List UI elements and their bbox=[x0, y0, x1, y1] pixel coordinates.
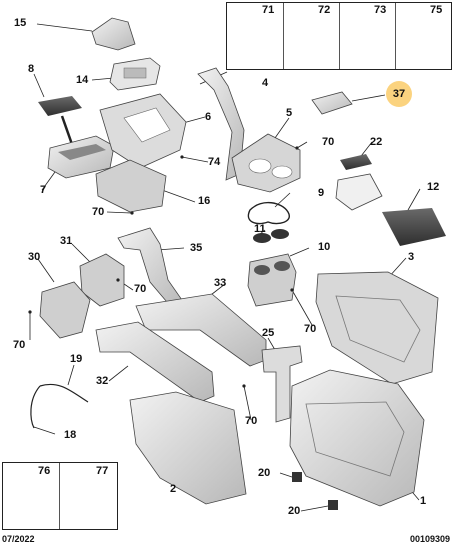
callout-74: 74 bbox=[208, 156, 221, 168]
callout-25: 25 bbox=[262, 327, 275, 339]
callout-37-highlight: 37 bbox=[386, 81, 412, 107]
callout-7: 7 bbox=[40, 184, 47, 196]
callout-20-a: 20 bbox=[258, 467, 271, 479]
part-33-rear-duct bbox=[135, 293, 267, 367]
part-8-tray-mat bbox=[38, 96, 82, 116]
inset-label-72: 72 bbox=[318, 4, 331, 16]
callout-9: 9 bbox=[318, 187, 325, 199]
part-12-mat bbox=[382, 208, 446, 246]
callout-16: 16 bbox=[198, 195, 211, 207]
part-3-side-panel bbox=[315, 271, 439, 385]
part-20-clip bbox=[292, 472, 302, 482]
inset-label-71: 71 bbox=[262, 4, 275, 16]
footer-date: 07/2022 bbox=[2, 534, 35, 544]
callout-19: 19 bbox=[70, 353, 83, 365]
footer-ref: 00109309 bbox=[409, 534, 450, 544]
fastener-70-marks bbox=[28, 146, 299, 388]
callout-14: 14 bbox=[76, 74, 89, 86]
callout-12: 12 bbox=[427, 181, 440, 193]
part-16-support-bracket bbox=[95, 159, 167, 213]
part-35-duct bbox=[117, 227, 183, 309]
callout-20-b: 20 bbox=[288, 505, 301, 517]
part-37-insert bbox=[311, 91, 353, 115]
callout-35: 35 bbox=[190, 242, 203, 254]
fastener-inset-bottom bbox=[2, 462, 118, 530]
callout-33: 33 bbox=[214, 277, 227, 289]
fastener-inset-top bbox=[226, 2, 452, 70]
callout-70-d: 70 bbox=[13, 339, 26, 351]
part-19-cable bbox=[30, 383, 89, 429]
part-32-rear-duct bbox=[95, 321, 215, 403]
part-1-console-body bbox=[289, 369, 425, 507]
part-2-side-cover bbox=[129, 391, 247, 505]
callout-70-b: 70 bbox=[92, 206, 105, 218]
part-22-pad bbox=[340, 154, 372, 170]
part-11-disc bbox=[253, 233, 271, 243]
callout-4: 4 bbox=[262, 77, 269, 89]
inset-label-76: 76 bbox=[38, 465, 51, 477]
callout-15: 15 bbox=[14, 17, 27, 29]
callout-31: 31 bbox=[60, 235, 73, 247]
part-25-bracket bbox=[261, 345, 303, 423]
part-15-gear-boot bbox=[91, 17, 136, 51]
callout-32: 32 bbox=[96, 375, 109, 387]
callout-3: 3 bbox=[408, 251, 415, 263]
callout-70-f: 70 bbox=[245, 415, 258, 427]
inset-label-73: 73 bbox=[374, 4, 387, 16]
callout-6: 6 bbox=[205, 111, 212, 123]
callout-10: 10 bbox=[318, 241, 331, 253]
inset-label-75: 75 bbox=[430, 4, 443, 16]
callout-30: 30 bbox=[28, 251, 41, 263]
part-9-gasket bbox=[247, 202, 290, 225]
part-30-duct-junction bbox=[39, 281, 91, 339]
part-22-holder bbox=[335, 173, 383, 211]
callout-70-e: 70 bbox=[304, 323, 317, 335]
callout-70-c: 70 bbox=[134, 283, 147, 295]
callout-1: 1 bbox=[420, 495, 427, 507]
callout-11: 11 bbox=[254, 223, 266, 235]
callout-8: 8 bbox=[28, 63, 35, 75]
part-10-cupholder bbox=[247, 253, 297, 307]
callout-5: 5 bbox=[286, 107, 293, 119]
callout-18: 18 bbox=[64, 429, 77, 441]
callout-22: 22 bbox=[370, 136, 383, 148]
inset-label-77: 77 bbox=[96, 465, 109, 477]
callout-70-a: 70 bbox=[322, 136, 335, 148]
callout-2: 2 bbox=[170, 483, 177, 495]
